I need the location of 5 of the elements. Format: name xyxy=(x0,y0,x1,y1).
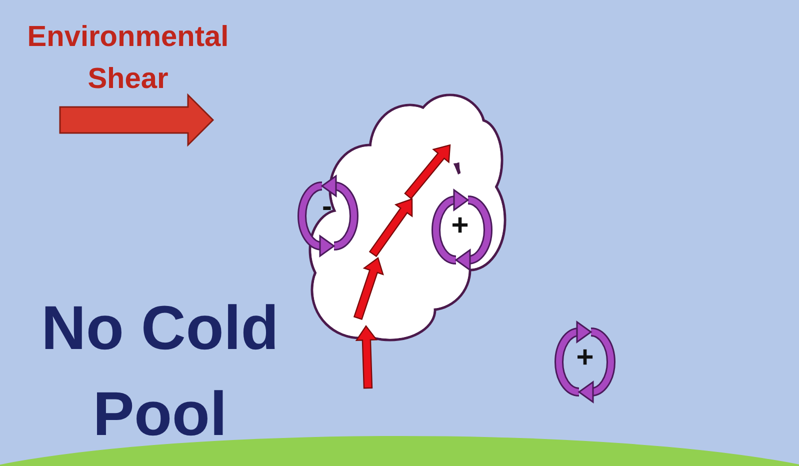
rotation-sign: + xyxy=(575,343,595,373)
wind-label: Environmental Shear xyxy=(26,20,230,98)
rotation-sign: - xyxy=(321,192,333,222)
heading-text: No Cold Pool xyxy=(40,293,280,451)
rotation-sign: + xyxy=(450,211,470,241)
